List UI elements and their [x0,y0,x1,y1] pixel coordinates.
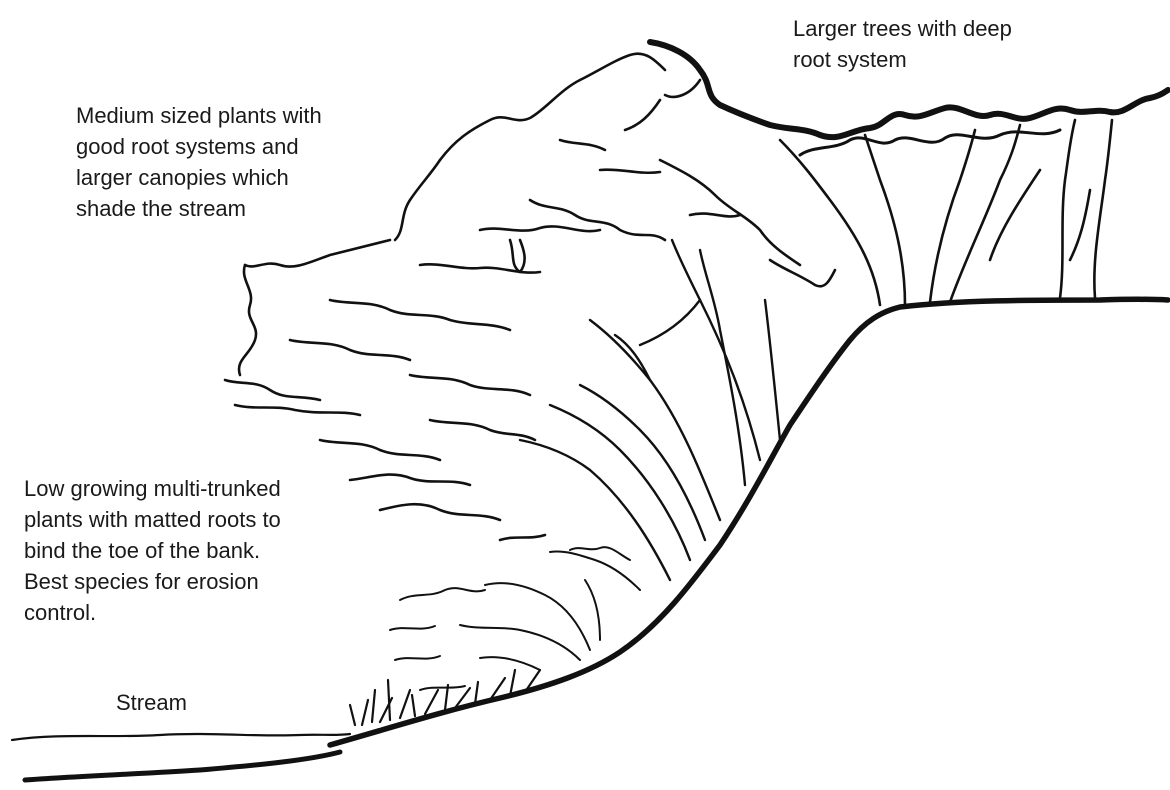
medium-plants-label-line-3: larger canopies which [76,162,322,193]
large-trees-label: Larger trees with deep root system [793,13,1012,75]
low-plants-label: Low growing multi-trunked plants with ma… [24,473,281,628]
bank-slope-line [330,299,1168,745]
medium-plants-label: Medium sized plants with good root syste… [76,100,322,224]
low-plants-label-line-1: Low growing multi-trunked [24,473,281,504]
water-surface-line [12,734,350,740]
medium-plants-label-line-1: Medium sized plants with [76,100,322,131]
low-plants-label-line-5: control. [24,597,281,628]
low-plants-label-line-4: Best species for erosion [24,566,281,597]
large-trees-label-line-2: root system [793,44,1012,75]
stream-bed-line [25,752,340,780]
medium-tree-trunks [520,240,780,580]
medium-plants-label-line-4: shade the stream [76,193,322,224]
stream-label-text: Stream [116,687,187,718]
stream-label: Stream [116,687,187,718]
low-plants-label-line-2: plants with matted roots to [24,504,281,535]
large-trees-label-line-1: Larger trees with deep [793,13,1012,44]
low-plants-label-line-3: bind the toe of the bank. [24,535,281,566]
low-shrubs [390,547,640,690]
medium-plants-label-line-2: good root systems and [76,131,322,162]
